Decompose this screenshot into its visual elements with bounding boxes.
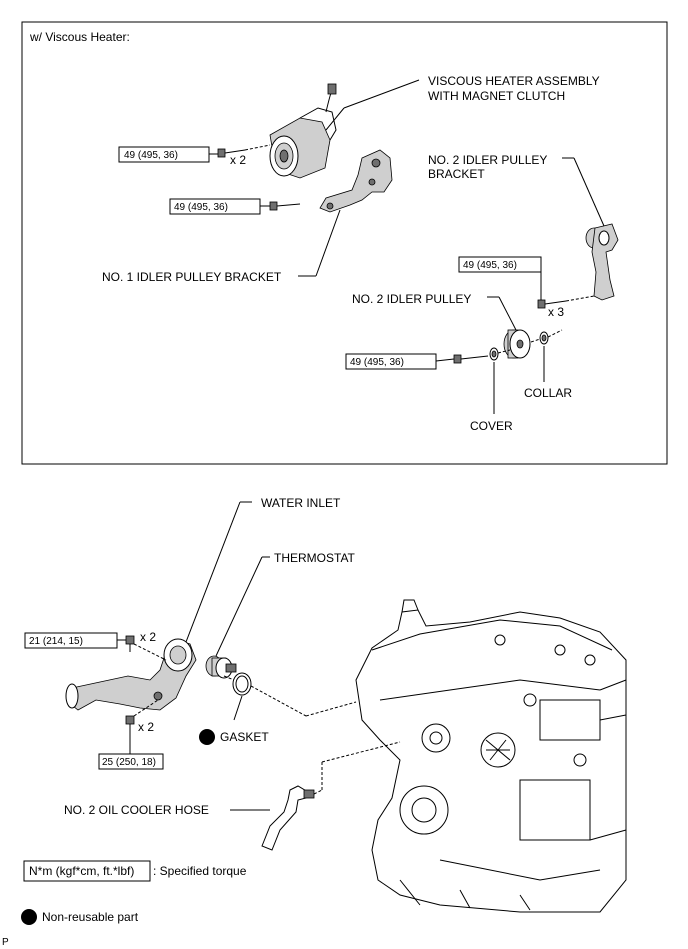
collar-label: COLLAR	[524, 386, 572, 400]
legend-torque-box	[23, 860, 151, 882]
bracket1-bolt	[269, 201, 301, 211]
qty-inlet-upper: x 2	[140, 630, 156, 644]
heater-bolt	[217, 148, 246, 158]
nonreusable-marker	[199, 729, 215, 745]
no2-idler-bracket-label-2: BRACKET	[428, 167, 485, 181]
oil-cooler-hose-label: NO. 2 OIL COOLER HOSE	[64, 803, 209, 817]
no1-idler-bracket-label: NO. 1 IDLER PULLEY BRACKET	[102, 270, 282, 284]
no2-idler-pulley-label: NO. 2 IDLER PULLEY	[352, 292, 471, 306]
torque-bracket1-bolt: 49 (495, 36)	[174, 202, 228, 213]
torque-inlet-upper: 21 (214, 15)	[29, 636, 83, 647]
cover-label: COVER	[470, 419, 513, 433]
panel-title: w/ Viscous Heater:	[29, 30, 130, 44]
pulley-bolt	[453, 354, 489, 364]
qty-bracket2-bolt: x 3	[548, 305, 564, 319]
torque-inlet-lower: 25 (250, 18)	[102, 757, 156, 768]
inlet-upper-bolt	[125, 635, 135, 652]
viscous-heater-assembly	[269, 83, 337, 179]
inlet-lower-bolt	[125, 715, 135, 732]
legend-torque-desc: : Specified torque	[153, 864, 247, 878]
thermostat-label: THERMOSTAT	[274, 551, 356, 565]
no2-idler-pulley-bracket	[585, 223, 619, 301]
gasket-label: GASKET	[220, 730, 269, 744]
legend-torque-key: N*m (kgf*cm, ft.*lbf)	[29, 864, 134, 878]
engine-block	[355, 599, 627, 913]
qty-heater-bolt: x 2	[230, 153, 246, 167]
no2-idler-bracket-label-1: NO. 2 IDLER PULLEY	[428, 153, 547, 167]
legend-nonreusable-text: Non-reusable part	[42, 910, 139, 924]
no1-idler-pulley-bracket	[319, 149, 393, 213]
torque-heater-bolt: 49 (495, 36)	[124, 150, 178, 161]
legend-nonreusable-icon	[21, 909, 37, 925]
torque-pulley-bolt: 49 (495, 36)	[350, 357, 404, 368]
water-inlet	[65, 638, 197, 711]
no2-idler-pulley	[503, 329, 531, 359]
qty-inlet-lower: x 2	[138, 720, 154, 734]
corner-mark: P	[2, 937, 9, 948]
no2-oil-cooler-hose	[261, 785, 315, 851]
viscous-heater-panel	[21, 21, 668, 465]
viscous-heater-label-1: VISCOUS HEATER ASSEMBLY	[428, 74, 600, 88]
viscous-heater-label-2: WITH MAGNET CLUTCH	[428, 89, 565, 103]
torque-bracket2-bolt: 49 (495, 36)	[463, 260, 517, 271]
thermostat	[205, 655, 237, 679]
water-inlet-label: WATER INLET	[261, 496, 341, 510]
